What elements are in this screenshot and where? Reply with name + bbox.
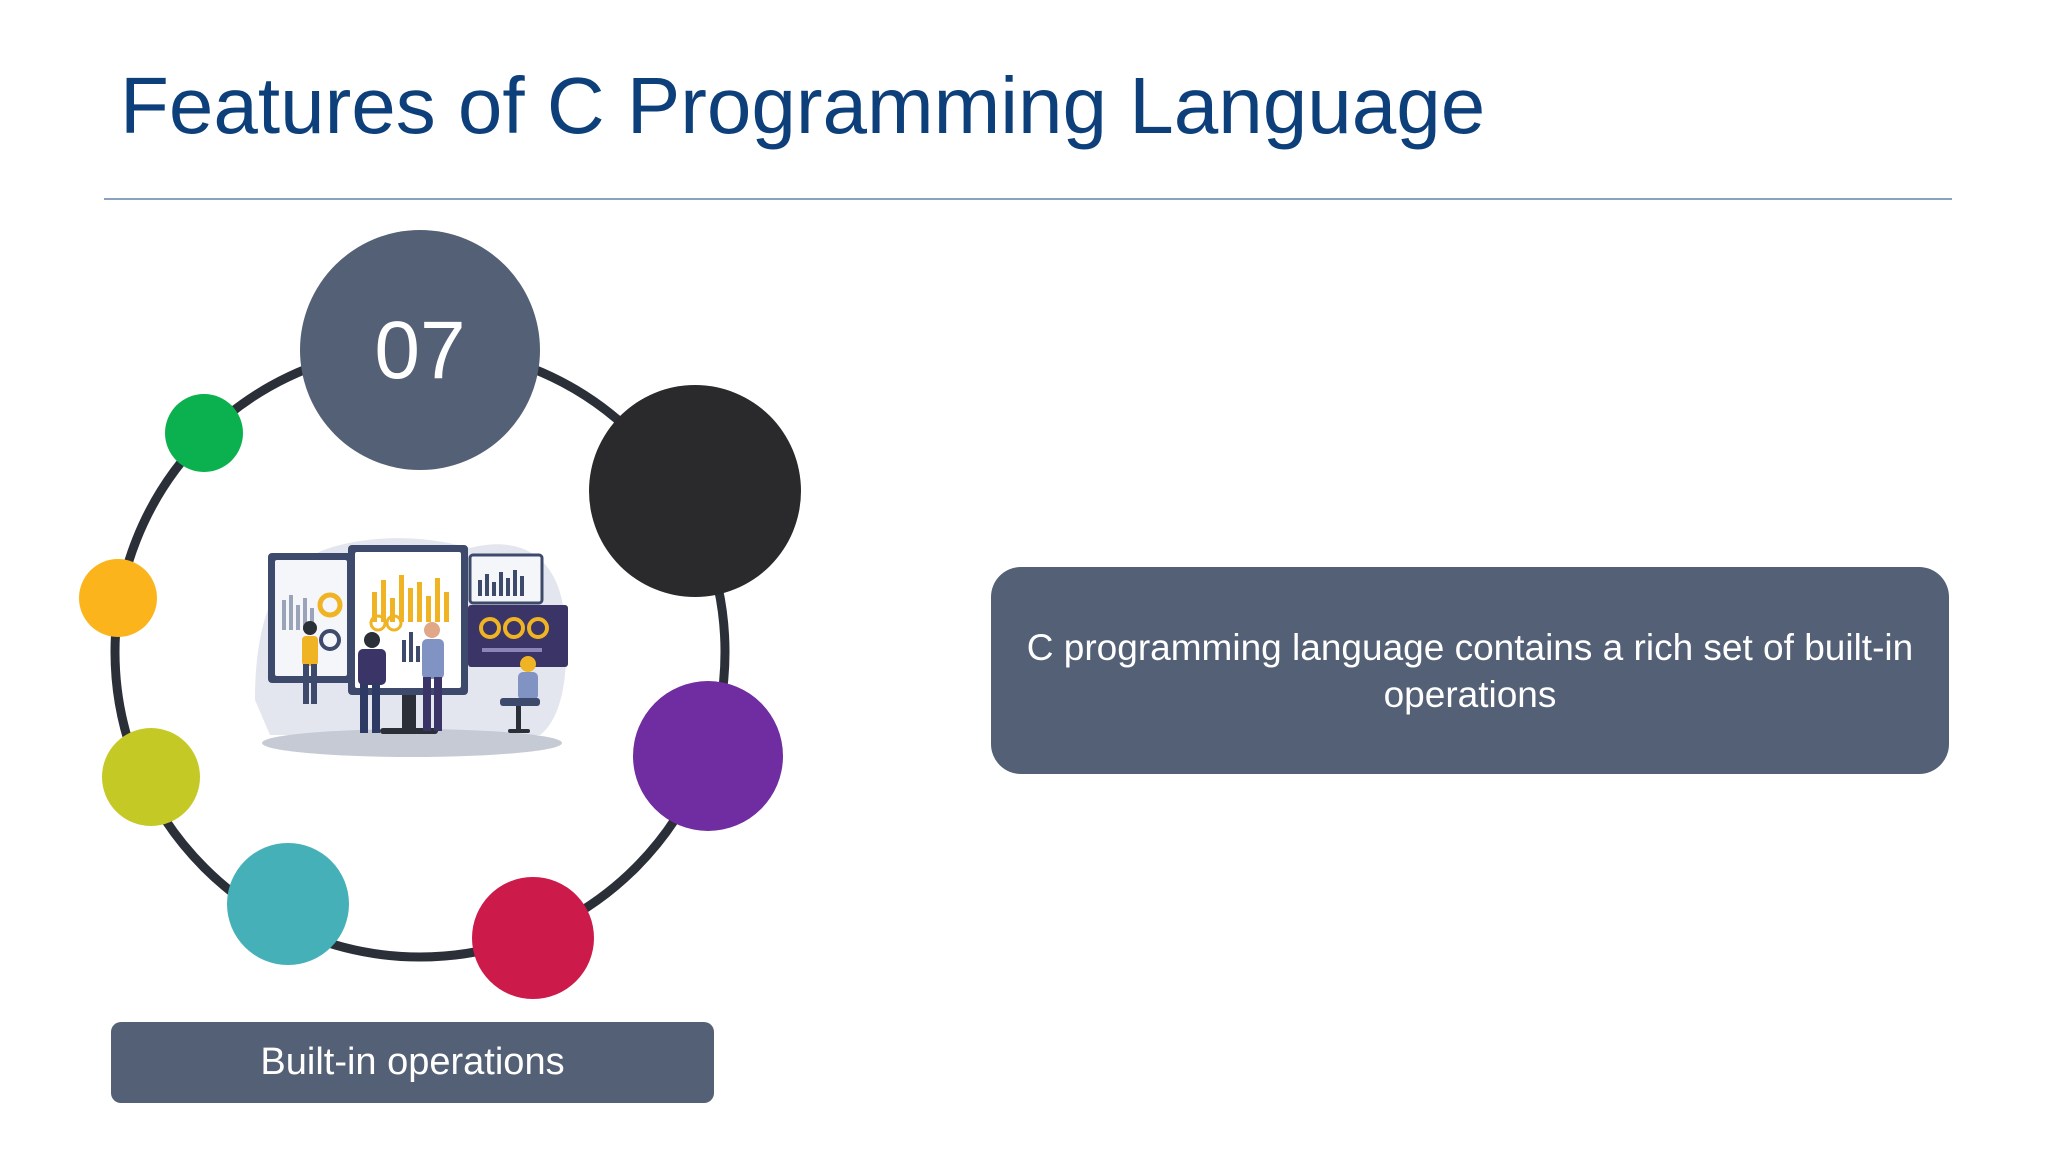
title-divider <box>104 198 1952 200</box>
feature-description-box: C programming language contains a rich s… <box>991 567 1949 774</box>
feature-cycle-diagram: 07 <box>79 230 801 999</box>
step-number: 07 <box>374 305 465 396</box>
step-number-circle <box>300 230 540 470</box>
team-analytics-dashboard-illustration <box>255 538 568 757</box>
cycle-dot-yellow <box>79 559 157 637</box>
slide-title: Features of C Programming Language <box>120 61 1486 150</box>
feature-description: C programming language contains a rich s… <box>1026 626 1914 715</box>
cycle-dot-purple <box>633 681 783 831</box>
cycle-dot-black <box>589 385 801 597</box>
cycle-dot-teal <box>227 843 349 965</box>
cycle-dot-lime <box>102 728 200 826</box>
cycle-dot-red <box>472 877 594 999</box>
feature-caption: Built-in operations <box>111 1022 714 1103</box>
cycle-dot-green <box>165 394 243 472</box>
